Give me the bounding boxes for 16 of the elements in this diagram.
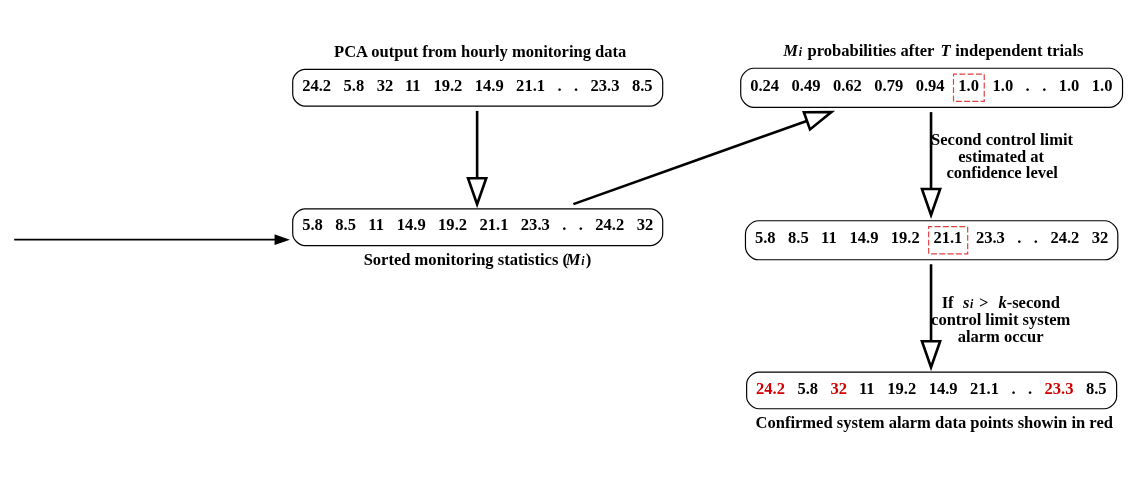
edge-label: If si > k-second control limit system alarm occur bbox=[931, 293, 1071, 346]
node-label: Sorted monitoring statistics (Mi) bbox=[363, 249, 592, 269]
node-box: 24.2 5.8 32 11 19.2 14.9 21.1 . . 23.3 8.5 bbox=[292, 68, 664, 107]
node-box: 5.8 8.5 11 14.9 19.2 21.1 23.3 . . 24.2 32 bbox=[292, 208, 664, 247]
arrow bbox=[572, 110, 836, 206]
arrow bbox=[466, 110, 489, 209]
node-label: Mi probabilities after T independent trials bbox=[783, 40, 1084, 60]
arrow bbox=[920, 112, 942, 219]
node-label: PCA output from hourly monitoring data bbox=[334, 41, 627, 61]
node-box: 0.24 0.49 0.62 0.79 0.94 1.0 1.0 . . 1.0 1.0 bbox=[740, 67, 1124, 108]
arrow bbox=[13, 234, 290, 246]
node-box: 24.2 5.8 32 11 19.2 14.9 21.1 . . 23.3 8.5 bbox=[746, 371, 1118, 410]
node-label: Confirmed system alarm data points showin in red bbox=[755, 412, 1113, 432]
node-box: 5.8 8.5 11 14.9 19.2 21.1 23.3 . . 24.2 32 bbox=[744, 220, 1119, 261]
edge-label: Second control limit estimated at confidence level bbox=[931, 130, 1074, 183]
arrow bbox=[920, 264, 942, 372]
